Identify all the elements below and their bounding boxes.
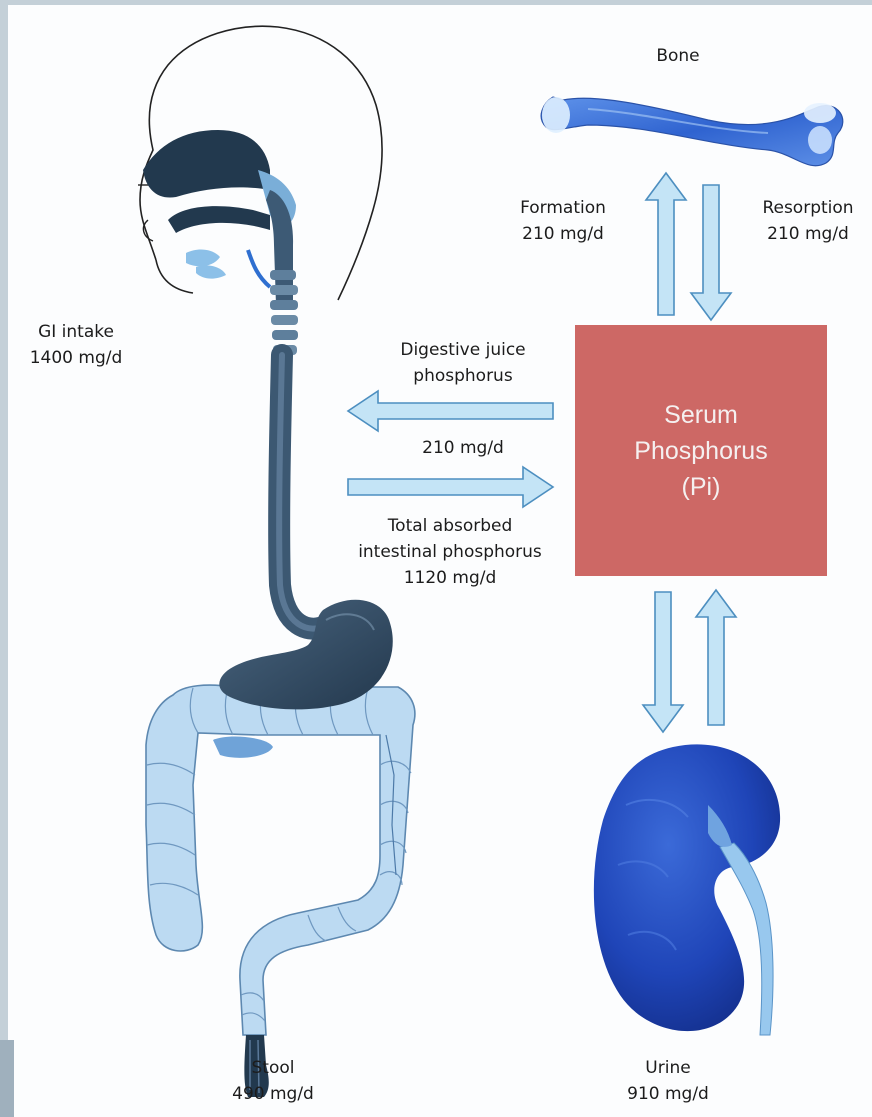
resorption-title: Resorption (746, 195, 870, 221)
urine-label: Urine 910 mg/d (613, 1055, 723, 1107)
pancreas-organ (213, 736, 273, 757)
urine-arrow (643, 592, 683, 732)
slide-corner-tab (0, 1040, 14, 1117)
gi-intake-label: GI intake 1400 mg/d (16, 319, 136, 371)
urine-value: 910 mg/d (613, 1081, 723, 1107)
formation-arrow (646, 173, 686, 315)
resorption-arrow (691, 185, 731, 320)
absorbed-line-2: intestinal phosphorus (330, 539, 570, 565)
digestive-juice-label: Digestive juice phosphorus (378, 337, 548, 389)
reabsorption-arrow (696, 590, 736, 725)
serum-line-2: Phosphorus (634, 433, 767, 469)
kidney-illustration (594, 744, 780, 1035)
digestive-juice-value: 210 mg/d (398, 435, 528, 461)
digestive-juice-line-1: Digestive juice (378, 337, 548, 363)
bone-label: Bone (638, 43, 718, 69)
stool-value: 490 mg/d (218, 1081, 328, 1107)
stool-title: Stool (218, 1055, 328, 1081)
resorption-value: 210 mg/d (746, 221, 870, 247)
urine-title: Urine (613, 1055, 723, 1081)
absorbed-arrow (348, 467, 553, 507)
absorbed-label: Total absorbed intestinal phosphorus 112… (330, 513, 570, 591)
serum-line-3: (Pi) (682, 469, 721, 505)
absorbed-value: 1120 mg/d (330, 565, 570, 591)
gi-intake-title: GI intake (16, 319, 136, 345)
formation-value: 210 mg/d (498, 221, 628, 247)
formation-title: Formation (498, 195, 628, 221)
absorbed-line-1: Total absorbed (330, 513, 570, 539)
large-intestine-organ (146, 685, 415, 1035)
stool-label: Stool 490 mg/d (218, 1055, 328, 1107)
serum-line-1: Serum (664, 397, 738, 433)
formation-label: Formation 210 mg/d (498, 195, 628, 247)
resorption-label: Resorption 210 mg/d (746, 195, 870, 247)
gi-intake-value: 1400 mg/d (16, 345, 136, 371)
digestive-juice-arrow (348, 391, 553, 431)
serum-phosphorus-box: Serum Phosphorus (Pi) (575, 325, 827, 576)
digestive-juice-line-2: phosphorus (378, 363, 548, 389)
pharynx-organ (143, 130, 298, 355)
bone-illustration (541, 97, 843, 166)
phosphorus-balance-diagram: Serum Phosphorus (Pi) Bone Formation 210… (8, 5, 872, 1117)
esophagus-organ (279, 355, 328, 629)
